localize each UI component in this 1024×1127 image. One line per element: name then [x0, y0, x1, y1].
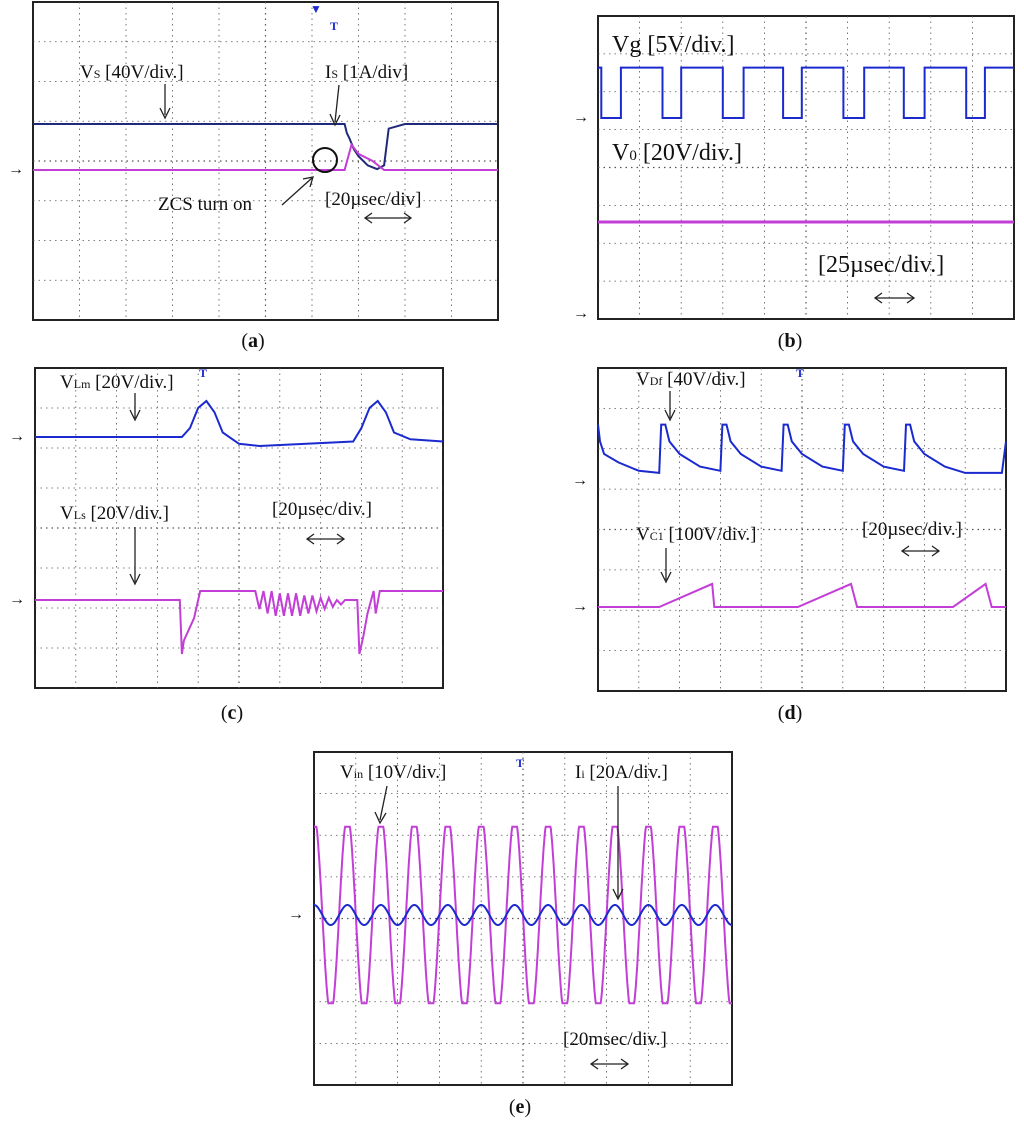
panel-a-label-vs: VS [40V/div.]	[80, 62, 184, 83]
panel-d-timescale-arrow	[900, 545, 941, 557]
panel-c-level-arrow-2: →	[9, 591, 25, 608]
panel-d-label-vc1: VC1 [100V/div.]	[636, 524, 756, 545]
panel-b-level-arrow-1: →	[573, 109, 589, 126]
panel-e-arrowhead-vin	[374, 811, 387, 825]
panel-b-label-v0: V0 [20V/div.]	[612, 140, 742, 166]
panel-e: → T Vin [10V/div.] Ii [20A/div.] [20msec…	[288, 751, 733, 1118]
panel-e-trigger-marker: T	[516, 756, 524, 770]
panel-a-label-zcs: ZCS turn on	[158, 194, 252, 215]
panel-b-level-arrow-2: →	[573, 305, 589, 322]
panel-e-label-ii: Ii [20A/div.]	[575, 762, 668, 783]
panel-c-trigger-marker: T	[199, 366, 207, 380]
panel-a-timescale: [20µsec/div]	[325, 189, 421, 210]
panel-d-level-arrow-2: →	[572, 598, 588, 615]
panel-c-label-vlm: VLm [20V/div.]	[60, 372, 174, 393]
panel-a-grid	[33, 2, 498, 320]
panel-d-trace-vdf	[597, 423, 1007, 475]
panel-b-label-vg: Vg [5V/div.]	[612, 32, 734, 58]
panel-d: → → T VDf [40V/div.] VC1 [100V/div.] [20…	[572, 366, 1007, 724]
panel-e-timescale-arrow	[589, 1058, 630, 1070]
panel-c-trace-vlm	[35, 399, 444, 448]
panel-d-grid	[598, 368, 1006, 691]
panel-c: → → T VLm [20V/div.] VLs [20V/div.] [20µ…	[9, 366, 444, 724]
panel-b-grid	[598, 16, 1014, 319]
panel-a-trace-vs	[33, 123, 498, 171]
panel-d-caption: (d)	[778, 702, 802, 724]
panel-e-caption: (e)	[509, 1096, 531, 1118]
panel-a-zcs-circle	[312, 147, 338, 173]
panel-a-arrowhead-is	[329, 113, 341, 127]
panel-b: → → Vg [5V/div.] V0 [20V/div.] [25µsec/d…	[573, 15, 1015, 352]
panel-d-level-arrow-1: →	[572, 472, 588, 489]
panel-e-level-arrow: →	[288, 906, 304, 923]
panel-a-arrow-is	[334, 84, 340, 123]
panel-d-trace-vc1	[598, 582, 1006, 608]
panel-d-arrowhead-vdf	[664, 409, 676, 422]
panel-b-timescale-arrow	[873, 292, 916, 304]
panel-b-trace-vg	[598, 66, 1014, 119]
panel-c-timescale: [20µsec/div.]	[272, 499, 372, 520]
panel-c-arrowhead-vlm	[129, 409, 141, 422]
panel-c-arrowhead-vls	[129, 573, 141, 586]
panel-b-timescale: [25µsec/div.]	[818, 252, 944, 278]
panel-e-arrow-vin	[379, 785, 388, 821]
panel-d-label-vdf: VDf [40V/div.]	[636, 369, 746, 390]
panel-d-trigger-marker: T	[796, 366, 804, 380]
panel-d-timescale: [20µsec/div.]	[862, 519, 962, 540]
panel-e-trace-ii	[314, 904, 732, 926]
panel-e-timescale: [20msec/div.]	[563, 1029, 667, 1050]
panel-a-arrow-zcs	[281, 177, 313, 206]
panel-a: → T ▼ VS [40V/div.] IS [1A/div] ZCS turn…	[8, 1, 499, 352]
panel-a-level-arrow: →	[8, 161, 24, 178]
panel-c-timescale-arrow	[305, 533, 346, 545]
panel-a-arrowhead-zcs	[302, 176, 314, 188]
panel-a-timescale-arrow	[363, 212, 413, 224]
panel-b-caption: (b)	[778, 330, 802, 352]
panel-c-grid	[35, 368, 443, 688]
panel-c-level-arrow-1: →	[9, 428, 25, 445]
panel-a-trigger-marker: T	[330, 19, 338, 33]
panel-c-trace-vls	[35, 590, 443, 655]
panel-c-caption: (c)	[221, 702, 243, 724]
panel-a-trigger-top: ▼	[310, 2, 322, 16]
panel-a-trace-is	[33, 142, 498, 171]
panel-d-arrowhead-vc1	[660, 571, 672, 584]
panel-e-arrowhead-ii	[612, 888, 624, 901]
panel-c-label-vls: VLs [20V/div.]	[60, 503, 169, 524]
panel-e-label-vin: Vin [10V/div.]	[340, 762, 446, 783]
panel-a-caption: (a)	[241, 330, 264, 352]
panel-a-arrowhead-vs	[159, 107, 171, 120]
panel-a-label-is: IS [1A/div]	[325, 62, 408, 83]
